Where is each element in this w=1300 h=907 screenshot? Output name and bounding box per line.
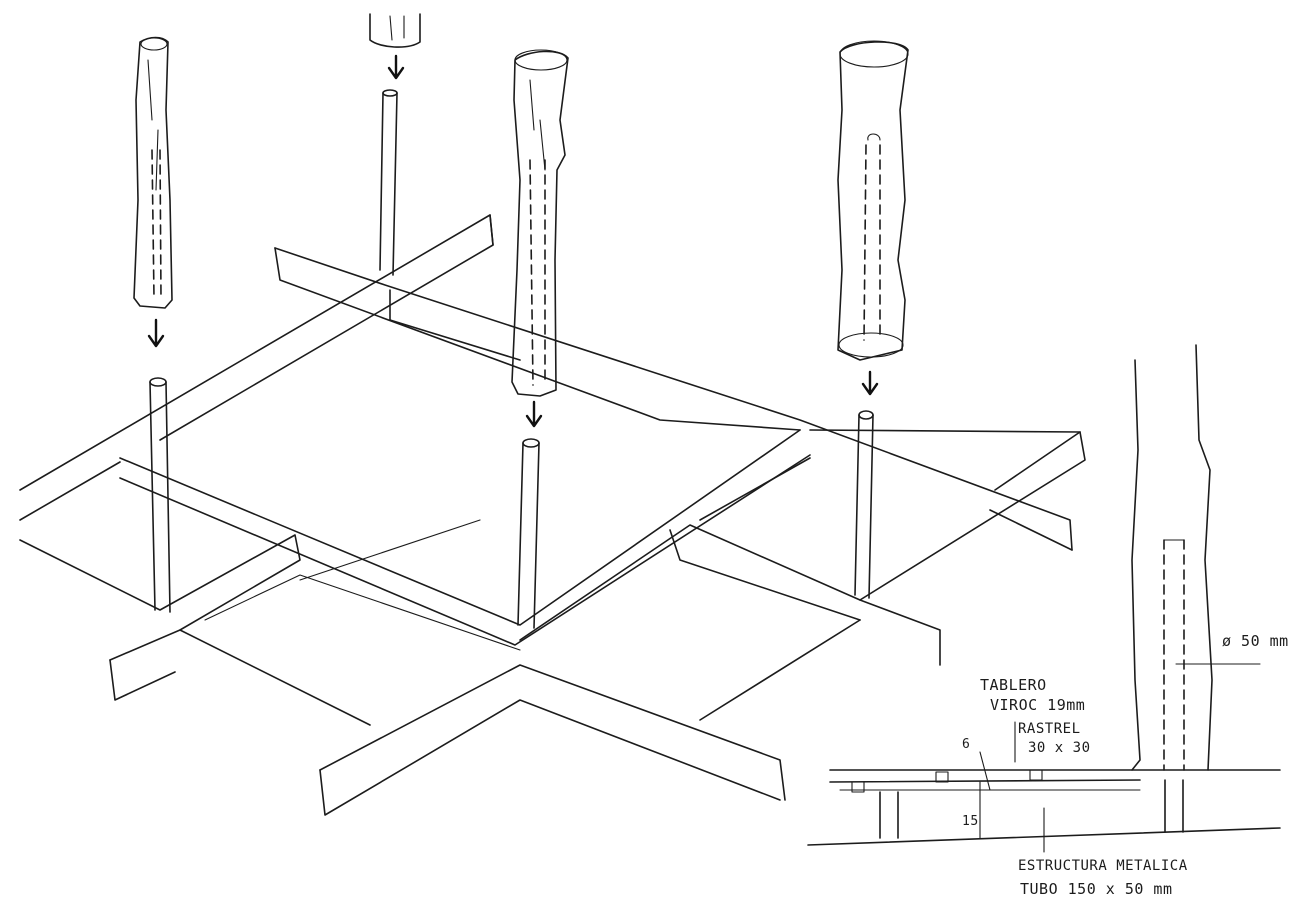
section-trunk-left bbox=[1131, 359, 1141, 771]
arrow-down-right bbox=[861, 370, 879, 396]
batten-3 bbox=[1029, 769, 1043, 781]
dim-tick-6 bbox=[979, 751, 991, 791]
batten-2 bbox=[935, 771, 949, 783]
label-estructura: ESTRUCTURA METALICA bbox=[1018, 858, 1188, 874]
placement-arrows bbox=[147, 54, 879, 428]
beam-front-right bbox=[319, 664, 786, 801]
beam-back-left-end bbox=[489, 214, 494, 246]
peg-center bbox=[517, 442, 540, 629]
beam-left-end bbox=[109, 659, 176, 701]
beam-right-branch bbox=[994, 431, 1081, 491]
arrow-down-left bbox=[147, 318, 165, 348]
beam-grid bbox=[19, 214, 1086, 816]
label-viroc: VIROC 19mm bbox=[990, 696, 1085, 714]
label-rastrel: RASTREL bbox=[1018, 721, 1081, 737]
label-rastrel-size: 30 x 30 bbox=[1028, 740, 1091, 756]
beam-back-left-top bbox=[19, 214, 494, 491]
beam-back-left-bottom bbox=[19, 461, 121, 521]
peg-left-top bbox=[149, 377, 167, 387]
label-diameter: ø 50 mm bbox=[1222, 632, 1289, 650]
arrow-down-center bbox=[525, 400, 543, 428]
trunk-left bbox=[133, 36, 173, 309]
trunk-posts bbox=[133, 13, 909, 397]
label-tubo: TUBO 150 x 50 mm bbox=[1020, 880, 1173, 898]
deck-board-bottom bbox=[829, 779, 1141, 783]
trunk-back bbox=[369, 13, 421, 48]
peg-right-top bbox=[858, 410, 874, 420]
beam-back-cross-top bbox=[274, 247, 1073, 551]
beam-mid-diagonal bbox=[699, 619, 861, 721]
batten-1 bbox=[851, 781, 865, 793]
beam-inner-frame bbox=[204, 574, 521, 651]
peg-right bbox=[854, 414, 874, 599]
peg-back-top bbox=[382, 89, 398, 97]
label-dim-6: 6 bbox=[962, 737, 970, 752]
steel-support-right bbox=[1164, 779, 1184, 833]
beam-right-lower bbox=[989, 509, 1073, 551]
beam-inner-diagonal bbox=[299, 519, 481, 581]
arrow-down-back bbox=[387, 54, 405, 80]
label-dim-15: 15 bbox=[962, 814, 979, 829]
beam-mid-upper bbox=[699, 457, 811, 521]
beam-main-bottom bbox=[119, 454, 811, 646]
beam-left-lower bbox=[109, 629, 371, 726]
steel-pegs bbox=[149, 89, 874, 629]
beam-mid-right-lower bbox=[669, 529, 861, 621]
trunk-center bbox=[511, 49, 569, 397]
beam-right-top bbox=[809, 429, 1086, 601]
section-detail: TABLERO VIROC 19mm RASTREL 30 x 30 ø 50 … bbox=[807, 344, 1289, 898]
beam-back-cross bbox=[274, 247, 801, 431]
peg-left bbox=[149, 381, 171, 613]
peg-back bbox=[379, 92, 398, 276]
beam-main-top bbox=[119, 429, 801, 626]
label-tablero: TABLERO bbox=[980, 676, 1047, 694]
trunk-right bbox=[837, 40, 909, 361]
section-trunk-right bbox=[1195, 344, 1213, 771]
peg-center-top bbox=[522, 438, 540, 448]
beam-left-cross bbox=[19, 534, 301, 631]
beam-front-left bbox=[319, 699, 781, 816]
steel-support-left bbox=[879, 791, 899, 839]
beam-back-inner bbox=[389, 319, 521, 361]
beam-mid-right bbox=[519, 524, 941, 666]
